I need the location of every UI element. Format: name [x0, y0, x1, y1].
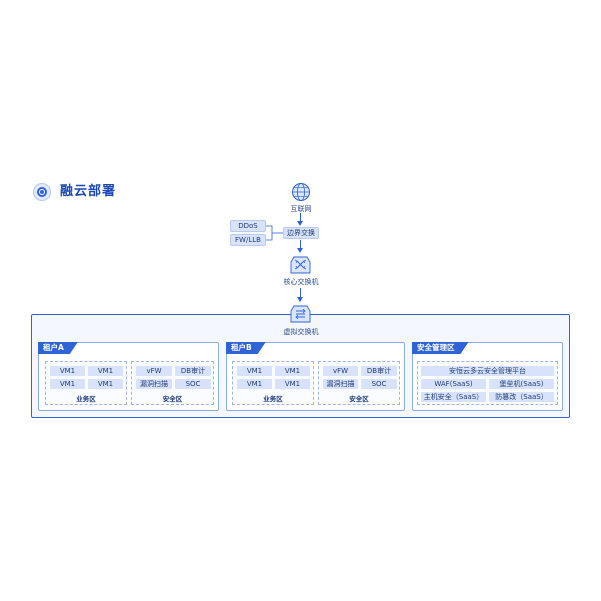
security-cell: 漏洞扫描 — [323, 379, 358, 389]
border-switch-node: 边界交换 — [283, 227, 319, 239]
vm-cell: VM1 — [275, 366, 310, 376]
business-zone-label: 业务区 — [263, 395, 283, 403]
arrow-down-icon — [297, 297, 303, 302]
security-cell: DB审计 — [361, 366, 397, 376]
security-cell: SOC — [175, 379, 211, 389]
vm-cell: VM1 — [50, 379, 85, 389]
security-cell: DB审计 — [175, 366, 211, 376]
saas-cell: 防篡改（SaaS） — [489, 392, 554, 402]
connector-line — [300, 240, 301, 249]
vm-cell: VM1 — [237, 366, 272, 376]
tenant-b-tag: 租户B — [226, 342, 266, 354]
ddos-node: DDoS — [230, 220, 266, 232]
security-cell: SOC — [361, 379, 397, 389]
business-zone-label: 业务区 — [76, 395, 96, 403]
virtual-switch-label: 虚拟交换机 — [283, 328, 319, 336]
deploy-target-icon — [33, 183, 51, 201]
core-switch-icon — [290, 256, 311, 274]
arrow-down-icon — [297, 221, 303, 226]
arrow-down-icon — [297, 248, 303, 253]
saas-cell: 堡垒机(SaaS) — [489, 379, 554, 389]
tenant-a-tag: 租户A — [38, 342, 78, 354]
security-mgmt-tag: 安全管理区 — [412, 342, 469, 354]
internet-label: 互联网 — [290, 205, 312, 213]
saas-cell: WAF(SaaS) — [421, 379, 486, 389]
connector-line — [300, 288, 301, 298]
core-switch-label: 核心交换机 — [283, 278, 319, 286]
page-title: 融云部署 — [60, 184, 117, 199]
saas-cell: 主机安全（SaaS） — [421, 392, 486, 402]
security-zone-label: 安全区 — [162, 395, 183, 403]
vm-cell: VM1 — [50, 366, 85, 376]
bypass-connector — [266, 225, 283, 241]
vm-cell: VM1 — [88, 379, 123, 389]
vm-cell: VM1 — [237, 379, 272, 389]
virtual-switch-icon — [290, 305, 311, 323]
fw-llb-node: FW/LLB — [230, 234, 266, 246]
connector-line — [300, 213, 301, 222]
security-cell: 漏洞扫描 — [136, 379, 172, 389]
security-cell: vFW — [136, 366, 172, 376]
vm-cell: VM1 — [275, 379, 310, 389]
security-zone-label: 安全区 — [349, 395, 369, 403]
platform-cell: 安恒云多云安全管理平台 — [421, 366, 554, 376]
globe-icon — [292, 183, 310, 201]
security-cell: vFW — [323, 366, 358, 376]
vm-cell: VM1 — [88, 366, 123, 376]
